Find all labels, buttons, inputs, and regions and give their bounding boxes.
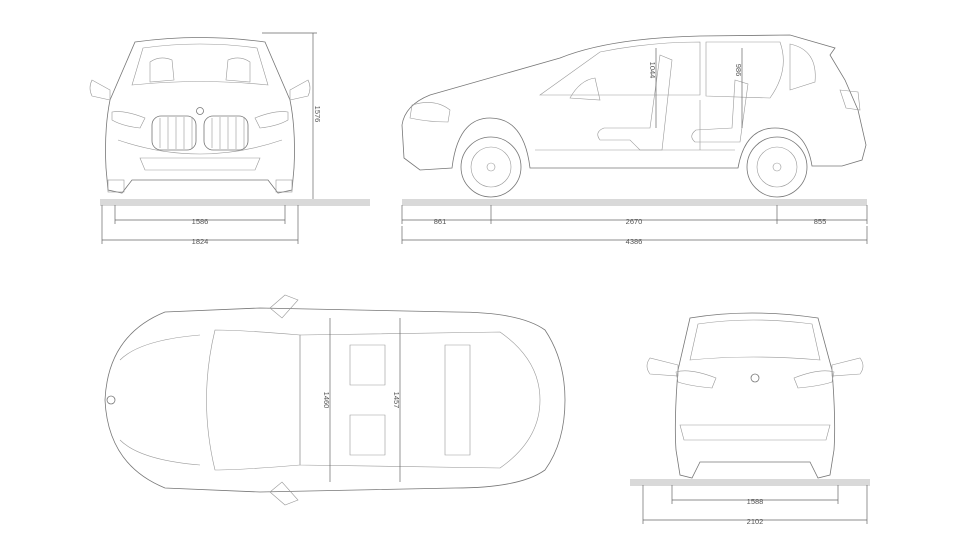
top-right-mirror bbox=[269, 481, 299, 506]
front-width-label: 1824 bbox=[192, 237, 209, 246]
top-front-seats bbox=[349, 344, 386, 456]
front-left-headlight bbox=[111, 111, 146, 129]
rear-bumper bbox=[679, 424, 831, 441]
front-windshield bbox=[131, 43, 269, 86]
front-body-outline bbox=[105, 37, 295, 194]
front-interior-width-label: 1460 bbox=[322, 392, 331, 409]
top-roof bbox=[299, 331, 541, 469]
rear-interior-width-label: 1457 bbox=[392, 392, 401, 409]
rear-headroom-label: 986 bbox=[734, 64, 743, 77]
top-rear-seat bbox=[444, 344, 471, 456]
front-left-mirror bbox=[89, 79, 111, 101]
top-left-mirror bbox=[269, 294, 299, 319]
wheelbase-label: 2670 bbox=[626, 217, 643, 226]
front-right-mirror bbox=[289, 79, 311, 101]
rear-logo bbox=[750, 373, 760, 383]
side-ground-line bbox=[402, 199, 867, 206]
top-logo bbox=[106, 395, 116, 405]
rear-width-label: 2102 bbox=[747, 517, 764, 526]
side-body-outline bbox=[401, 34, 867, 171]
front-view: 1586 1824 1576 bbox=[89, 32, 370, 246]
rear-mirrors bbox=[646, 357, 864, 377]
rear-view: 1588 2102 bbox=[630, 312, 870, 526]
front-left-tire bbox=[107, 179, 125, 193]
side-front-wheel bbox=[460, 136, 522, 198]
front-seats bbox=[149, 57, 251, 83]
side-rear-hub bbox=[772, 162, 782, 172]
rear-body-outline bbox=[674, 312, 836, 479]
front-right-headlight bbox=[254, 111, 289, 129]
rear-ground-line bbox=[630, 479, 870, 486]
side-rear-wheel bbox=[746, 136, 808, 198]
front-right-kidney-grille bbox=[203, 115, 249, 151]
front-bumper bbox=[117, 139, 283, 171]
side-rear-seat bbox=[691, 79, 749, 143]
top-windshield bbox=[206, 329, 301, 471]
side-front-hub bbox=[486, 162, 496, 172]
front-grille-bars bbox=[159, 117, 245, 149]
side-quarter-window bbox=[789, 43, 816, 91]
top-body-outline bbox=[104, 307, 566, 493]
front-logo bbox=[196, 107, 204, 115]
side-front-rim bbox=[470, 146, 512, 188]
front-ground-line bbox=[100, 199, 370, 206]
front-track-label: 1586 bbox=[192, 217, 209, 226]
rear-window bbox=[689, 319, 821, 361]
side-view: 1044 986 861 2670 855 4386 bbox=[401, 34, 868, 246]
side-front-window bbox=[539, 41, 701, 96]
rear-track-label: 1588 bbox=[747, 497, 764, 506]
side-rear-rim bbox=[756, 146, 798, 188]
side-rear-window bbox=[705, 41, 784, 99]
top-view: 1460 1457 bbox=[104, 294, 566, 506]
rear-overhang-label: 855 bbox=[814, 217, 827, 226]
side-headlight bbox=[409, 102, 451, 123]
overall-length-label: 4386 bbox=[626, 237, 643, 246]
front-overhang-label: 861 bbox=[434, 217, 447, 226]
front-right-tire bbox=[275, 179, 293, 193]
rear-taillights bbox=[675, 370, 835, 389]
front-height-label: 1576 bbox=[313, 106, 322, 123]
top-hood-lines bbox=[119, 334, 201, 466]
side-door-lines bbox=[535, 100, 735, 151]
front-headroom-label: 1044 bbox=[648, 62, 657, 79]
front-left-kidney-grille bbox=[151, 115, 197, 151]
side-taillight bbox=[839, 89, 861, 111]
